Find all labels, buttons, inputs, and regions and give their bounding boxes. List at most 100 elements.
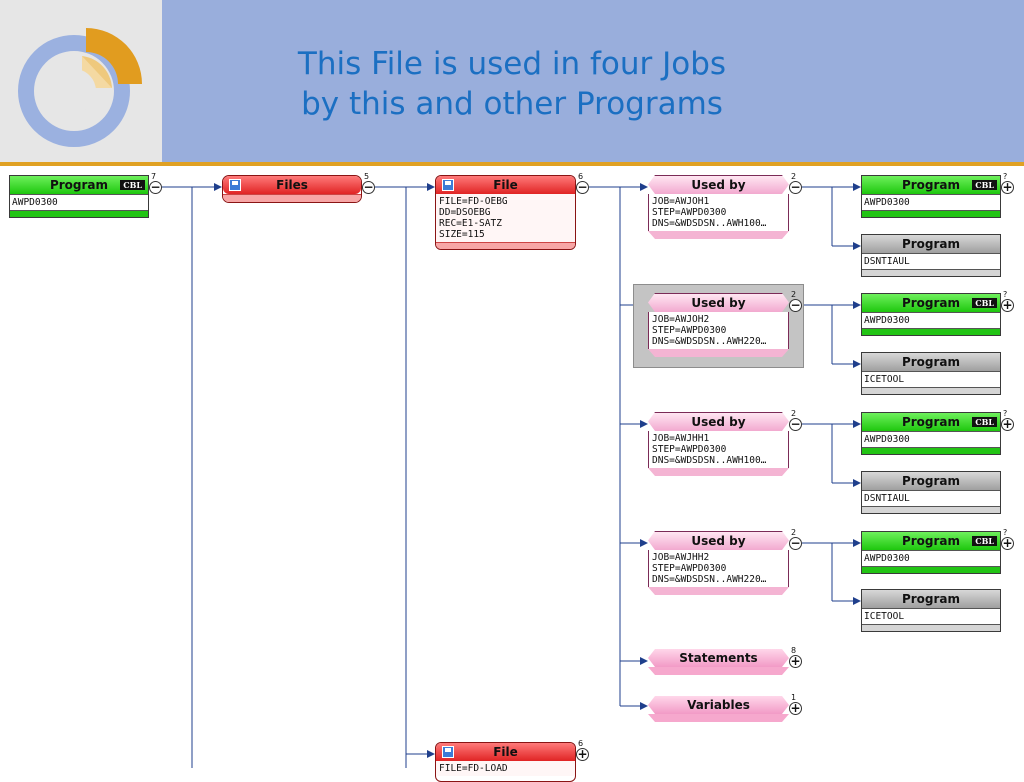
collapse-toggle[interactable]: − bbox=[789, 536, 802, 550]
child-count: ? bbox=[1003, 172, 1008, 181]
job-attr: JOB=AWJHH2 bbox=[652, 552, 710, 563]
used-by-node[interactable]: Used by JOB=AWJOH1 STEP=AWPD0300 DNS=&WD… bbox=[648, 175, 789, 239]
job-attr: STEP=AWPD0300 bbox=[652, 325, 727, 336]
file-node[interactable]: File FILE=FD-LOAD bbox=[435, 742, 576, 782]
file-attr: SIZE=115 bbox=[439, 229, 485, 240]
node-body: AWPD0300 bbox=[862, 550, 1000, 566]
node-header: File bbox=[493, 745, 518, 759]
child-count: 2 bbox=[791, 172, 797, 181]
child-count: 2 bbox=[791, 290, 797, 299]
expand-toggle[interactable]: + bbox=[1001, 417, 1014, 431]
child-count: 2 bbox=[791, 528, 797, 537]
statements-node[interactable]: Statements bbox=[648, 649, 789, 675]
expand-toggle[interactable]: + bbox=[1001, 298, 1014, 312]
disk-icon bbox=[442, 746, 454, 758]
child-count: 8 bbox=[791, 646, 797, 655]
logo-panel bbox=[0, 0, 162, 163]
job-attr: STEP=AWPD0300 bbox=[652, 207, 727, 218]
expand-toggle[interactable]: + bbox=[1001, 536, 1014, 550]
job-attr: DNS=&WDSDSN..AWH220… bbox=[652, 574, 767, 585]
child-count: 2 bbox=[791, 409, 797, 418]
slide-header bbox=[0, 0, 1024, 163]
child-count: ? bbox=[1003, 290, 1008, 299]
variables-node[interactable]: Variables bbox=[648, 696, 789, 722]
collapse-toggle[interactable]: − bbox=[789, 180, 802, 194]
program-node[interactable]: Program DSNTIAUL bbox=[861, 234, 1001, 277]
child-count: ? bbox=[1003, 528, 1008, 537]
job-attr: JOB=AWJOH1 bbox=[652, 196, 710, 207]
program-node[interactable]: Program CBL AWPD0300 bbox=[861, 531, 1001, 574]
child-count: 5 bbox=[364, 172, 370, 181]
node-header: File bbox=[493, 178, 518, 192]
job-attr: DNS=&WDSDSN..AWH100… bbox=[652, 455, 767, 466]
node-header: Variables bbox=[648, 696, 789, 714]
node-body: AWPD0300 bbox=[10, 194, 148, 210]
expand-toggle[interactable]: + bbox=[576, 747, 589, 761]
job-attr: DNS=&WDSDSN..AWH220… bbox=[652, 336, 767, 347]
node-header: Program bbox=[862, 235, 1000, 253]
node-header: Program bbox=[901, 534, 961, 548]
logo-icon bbox=[18, 28, 142, 147]
program-node[interactable]: Program ICETOOL bbox=[861, 352, 1001, 395]
accent-rule bbox=[0, 162, 1024, 166]
node-body: DSNTIAUL bbox=[862, 490, 1000, 506]
collapse-toggle[interactable]: − bbox=[576, 180, 589, 194]
used-by-node[interactable]: Used by JOB=AWJHH1 STEP=AWPD0300 DNS=&WD… bbox=[648, 412, 789, 476]
file-attr: FILE=FD-OEBG bbox=[439, 196, 508, 207]
node-header: Program bbox=[862, 472, 1000, 490]
program-node[interactable]: Program DSNTIAUL bbox=[861, 471, 1001, 514]
node-header: Used by bbox=[648, 412, 789, 431]
program-node[interactable]: Program CBL AWPD0300 bbox=[861, 293, 1001, 336]
child-count: 1 bbox=[791, 693, 797, 702]
expand-toggle[interactable]: + bbox=[789, 654, 802, 668]
expand-toggle[interactable]: + bbox=[789, 701, 802, 715]
collapse-toggle[interactable]: − bbox=[149, 180, 162, 194]
node-body: DSNTIAUL bbox=[862, 253, 1000, 269]
job-attr: STEP=AWPD0300 bbox=[652, 563, 727, 574]
child-count: 7 bbox=[151, 172, 157, 181]
node-body: ICETOOL bbox=[862, 608, 1000, 624]
title-line-1: This File is used in four Jobs bbox=[297, 46, 727, 82]
files-node[interactable]: Files bbox=[222, 175, 362, 203]
node-header: Files bbox=[276, 178, 308, 192]
node-body: AWPD0300 bbox=[862, 194, 1000, 210]
file-node[interactable]: File FILE=FD-OEBG DD=DSOEBG REC=E1-SATZ … bbox=[435, 175, 576, 250]
node-body: ICETOOL bbox=[862, 371, 1000, 387]
node-body: AWPD0300 bbox=[862, 431, 1000, 447]
collapse-toggle[interactable]: − bbox=[789, 417, 802, 431]
job-attr: STEP=AWPD0300 bbox=[652, 444, 727, 455]
collapse-toggle[interactable]: − bbox=[362, 180, 375, 194]
file-attr: REC=E1-SATZ bbox=[439, 218, 502, 229]
node-header: Program bbox=[862, 353, 1000, 371]
cbl-badge: CBL bbox=[972, 536, 997, 546]
node-header: Program bbox=[862, 590, 1000, 608]
used-by-node[interactable]: Used by JOB=AWJOH2 STEP=AWPD0300 DNS=&WD… bbox=[648, 293, 789, 357]
slide-title: This File is used in four Jobs by this a… bbox=[162, 44, 862, 124]
node-header: Used by bbox=[648, 175, 789, 194]
node-header: Used by bbox=[648, 293, 789, 312]
program-node[interactable]: Program ICETOOL bbox=[861, 589, 1001, 632]
expand-toggle[interactable]: + bbox=[1001, 180, 1014, 194]
file-attr: DD=DSOEBG bbox=[439, 207, 491, 218]
node-header: Used by bbox=[648, 531, 789, 550]
node-header: Program bbox=[901, 296, 961, 310]
used-by-node[interactable]: Used by JOB=AWJHH2 STEP=AWPD0300 DNS=&WD… bbox=[648, 531, 789, 595]
disk-icon bbox=[229, 179, 241, 191]
title-line-2: by this and other Programs bbox=[301, 86, 723, 122]
job-attr: JOB=AWJOH2 bbox=[652, 314, 710, 325]
cbl-badge: CBL bbox=[120, 180, 145, 190]
job-attr: JOB=AWJHH1 bbox=[652, 433, 710, 444]
cbl-badge: CBL bbox=[972, 180, 997, 190]
file-attr: FILE=FD-LOAD bbox=[439, 763, 508, 774]
child-count: 6 bbox=[578, 739, 584, 748]
child-count: 6 bbox=[578, 172, 584, 181]
job-attr: DNS=&WDSDSN..AWH100… bbox=[652, 218, 767, 229]
collapse-toggle[interactable]: − bbox=[789, 298, 802, 312]
disk-icon bbox=[442, 179, 454, 191]
cbl-badge: CBL bbox=[972, 298, 997, 308]
node-body: AWPD0300 bbox=[862, 312, 1000, 328]
